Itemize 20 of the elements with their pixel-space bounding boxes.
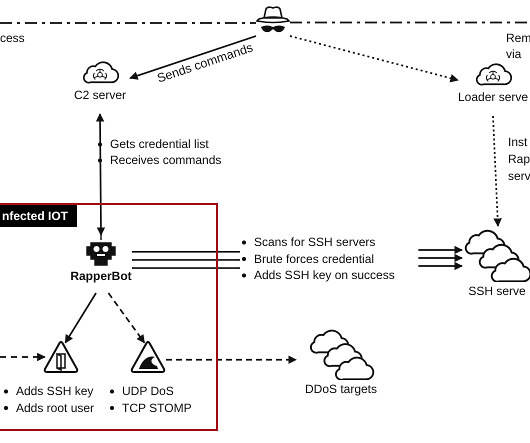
frame-header: nfected IOT <box>0 205 78 227</box>
arrow <box>96 113 106 236</box>
arrow <box>0 352 46 362</box>
arrow <box>290 35 459 82</box>
node-label: SSH serve <box>467 284 527 298</box>
node-label: DDoS targets <box>304 382 378 396</box>
node-label: Loader serve <box>458 90 528 104</box>
arrow <box>418 246 463 254</box>
infected-device-frame <box>0 203 218 431</box>
arrow <box>418 262 463 270</box>
arrow <box>166 355 297 364</box>
arrow <box>64 292 97 344</box>
arrow <box>108 292 146 344</box>
arrow <box>129 35 256 80</box>
arrow <box>492 116 502 227</box>
note-text: cess <box>0 30 25 46</box>
node-label: RapperBot <box>70 269 132 283</box>
node-label: C2 server <box>72 88 127 102</box>
bullet-item: Adds SSH key <box>2 383 94 400</box>
arrow <box>418 254 463 262</box>
